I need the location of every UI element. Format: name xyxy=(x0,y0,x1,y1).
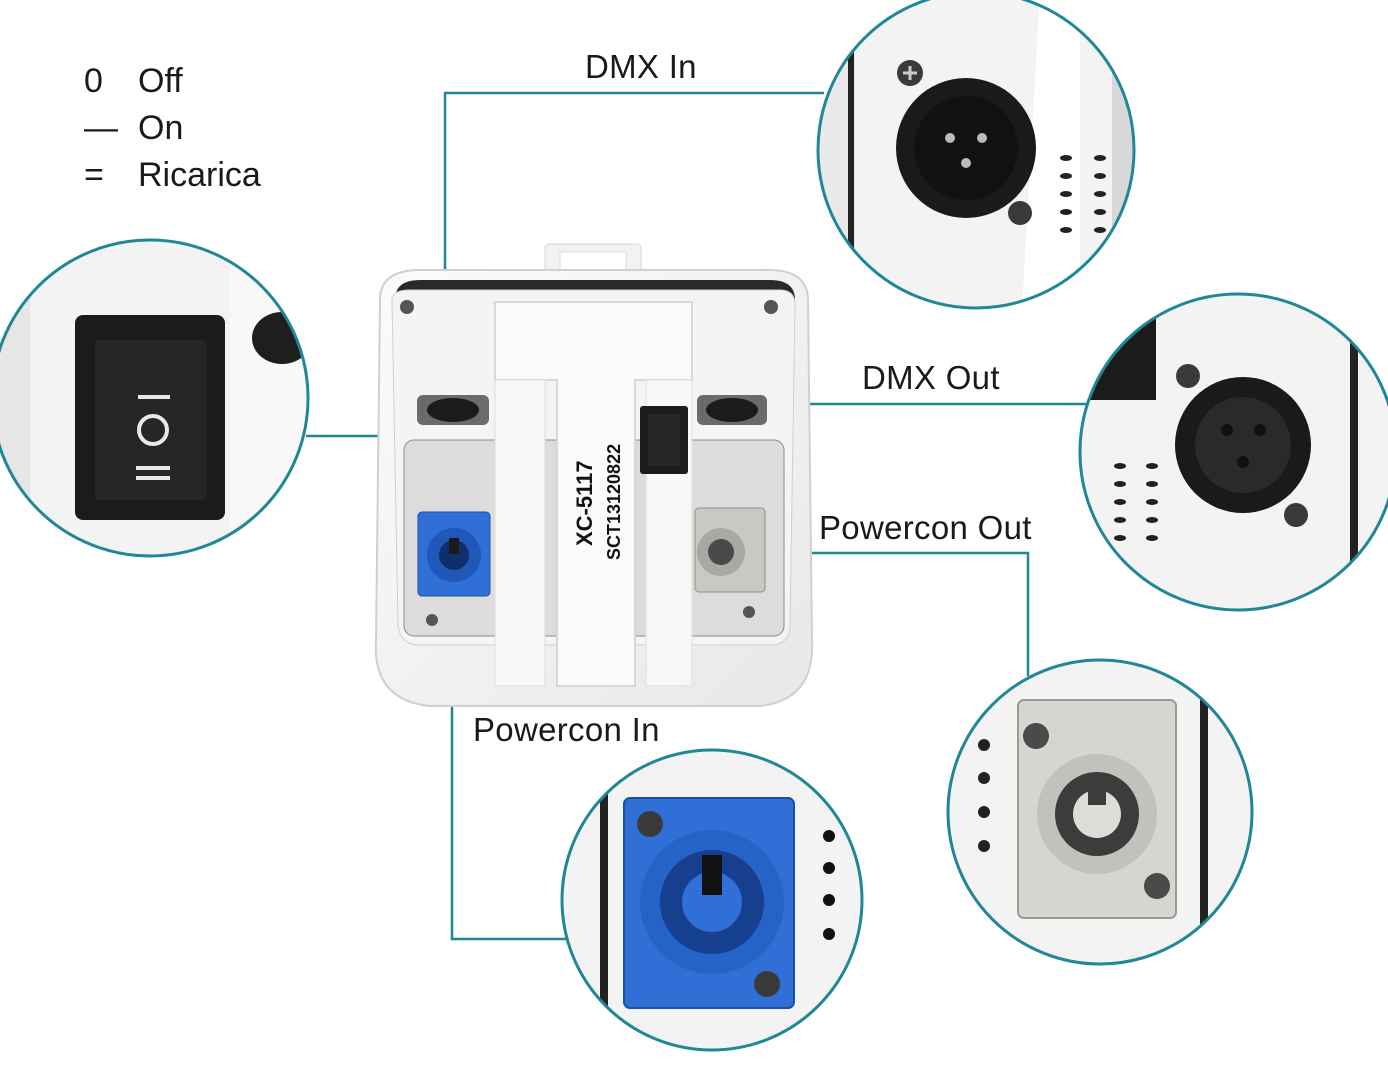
leader-powercon-out xyxy=(726,551,1030,676)
switch-legend: 0 Off — On = Ricarica xyxy=(84,58,261,199)
legend-row-off: 0 Off xyxy=(84,58,261,105)
dmx-out-zoom xyxy=(1078,292,1388,612)
device-back-panel: XC-5117 SCT13120822 xyxy=(374,243,814,707)
callout-dmx-in: DMX In xyxy=(585,48,697,85)
powercon-in-zoom xyxy=(560,748,864,1052)
legend-symbol-charge: = xyxy=(84,156,104,194)
powercon-out-zoom xyxy=(946,658,1254,966)
device-serial-label: SCT13120822 xyxy=(604,444,624,560)
legend-symbol-on: — xyxy=(84,109,118,147)
legend-label-charge: Ricarica xyxy=(138,156,261,194)
callout-powercon-out: Powercon Out xyxy=(819,509,1032,546)
callout-powercon-in: Powercon In xyxy=(473,711,660,748)
legend-label-off: Off xyxy=(138,62,183,100)
callout-dmx-out: DMX Out xyxy=(862,359,1000,396)
legend-label-on: On xyxy=(138,109,184,147)
legend-row-on: — On xyxy=(84,105,261,152)
switch-zoom xyxy=(0,238,310,558)
legend-row-charge: = Ricarica xyxy=(84,152,261,199)
dmx-in-zoom xyxy=(816,0,1136,310)
legend-symbol-off: 0 xyxy=(84,62,103,100)
device-model-label: XC-5117 xyxy=(572,460,597,546)
